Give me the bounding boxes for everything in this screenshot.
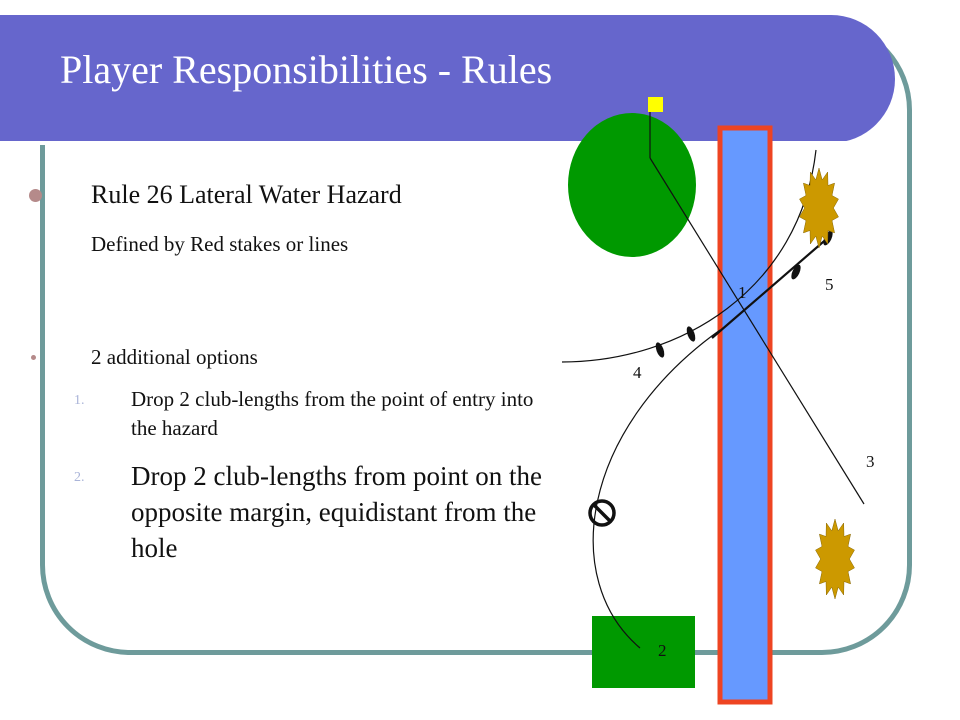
option-number-2: 2. [74, 470, 85, 485]
bullet-dot-icon [29, 189, 42, 202]
option-text-1: Drop 2 club-lengths from the point of en… [131, 387, 534, 440]
option-text-2: Drop 2 club-lengths from point on the op… [131, 461, 542, 563]
putting-green [568, 113, 696, 257]
rule-definition: Defined by Red stakes or lines [91, 232, 349, 256]
bush-icon [799, 167, 839, 249]
lateral-water-hazard [717, 125, 773, 705]
options-heading: 2 additional options [91, 345, 258, 369]
no-drop-icon [588, 499, 616, 527]
label-5: 5 [825, 275, 834, 294]
line-from-hole [649, 157, 865, 505]
flag-icon [648, 97, 663, 112]
option-number-1: 1. [74, 393, 85, 408]
drop-line [711, 235, 831, 339]
drop-mark-icon [791, 264, 801, 280]
label-2: 2 [658, 641, 667, 660]
bullet-dot-small-icon [31, 355, 36, 360]
bush-icon [815, 518, 855, 600]
label-1: 1 [738, 283, 747, 302]
drop-mark-icon [686, 326, 696, 342]
title-bar [0, 15, 895, 145]
slide-title: Player Responsibilities - Rules [60, 47, 553, 92]
label-4: 4 [633, 363, 642, 382]
rule-heading: Rule 26 Lateral Water Hazard [91, 180, 402, 209]
tee-box [592, 616, 695, 688]
title-underline [0, 141, 850, 145]
label-3: 3 [866, 452, 875, 471]
drop-mark-icon [655, 342, 665, 358]
ball-flight-path [592, 329, 721, 649]
